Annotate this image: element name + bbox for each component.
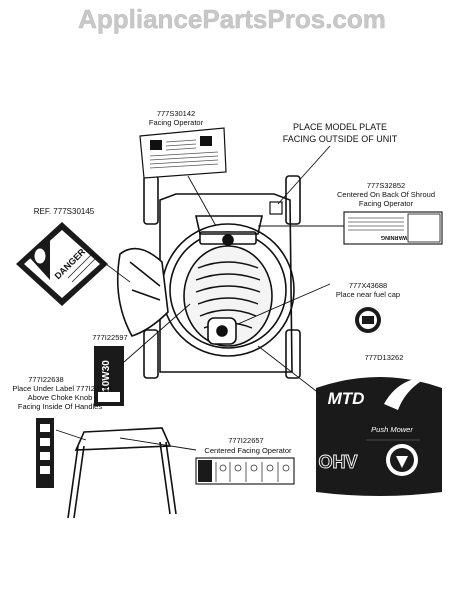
callout-part-777s30142: 777S30142 (157, 109, 195, 118)
model-plate (269, 201, 283, 215)
callout-model-plate-line2: FACING OUTSIDE OF UNIT (283, 134, 398, 144)
callout-model-plate-line1: PLACE MODEL PLATE (293, 122, 387, 132)
engine-shroud (183, 245, 273, 347)
mower-deck (116, 175, 301, 379)
wheel-front-left (143, 175, 159, 225)
mower-handle (67, 427, 177, 519)
engine-fins (195, 261, 261, 329)
leader-777d13262 (257, 345, 321, 395)
callout-part-777i22597: 777I22597 (92, 333, 127, 342)
callout-text-777i22657: Centered Facing Operator (204, 446, 292, 455)
watermark: AppliancePartsPros.com (78, 4, 386, 34)
decal-777x43688 (355, 307, 381, 333)
callout-part-777d13262: 777D13262 (365, 353, 404, 362)
callout-part-777s32852: 777S32852 (367, 181, 405, 190)
decal-777s32852: WARNING (343, 211, 443, 245)
callout-part-777i22657: 777I22657 (228, 436, 263, 445)
mtd-model: Push Mower (371, 425, 413, 434)
callout-ref-777s30145: REF. 777S30145 (34, 207, 95, 216)
leader-777s30142 (187, 175, 217, 227)
leader-777i22638 (55, 429, 87, 441)
wheel-rear-right (285, 329, 301, 379)
mtd-swoosh-icon (384, 376, 430, 410)
callout-line3-777i22638: Facing Inside Of Handles (18, 402, 102, 411)
decal-777d13262: MTD Push Mower OHV (316, 376, 442, 496)
decal-danger: DANGER (16, 222, 108, 306)
callout-text-777s30142: Facing Operator (149, 118, 204, 127)
decal-777i22638 (36, 418, 54, 488)
oil-decal-text: 10W30 (101, 360, 112, 392)
callout-line2-777s32852: Facing Operator (359, 199, 414, 208)
decal-777i22597: 10W30 (94, 346, 124, 406)
leader-777i22657 (119, 437, 197, 451)
chute-door (129, 261, 161, 301)
mtd-brand: MTD (328, 389, 365, 408)
oil-fill-cap (222, 234, 234, 246)
wheel-rear-left (143, 329, 159, 379)
discharge-chute (116, 247, 169, 337)
callout-line1-777s32852: Centered On Back Of Shroud (337, 190, 435, 199)
leader-model-plate (277, 145, 331, 205)
leader-777i22597 (123, 303, 191, 363)
callout-line1-777i22638: Place Under Label 777I20793 (12, 384, 111, 393)
mtd-engine: OHV (318, 452, 357, 472)
shroud-panel (195, 215, 263, 235)
leader-777s30145 (89, 251, 131, 283)
warning-decal-text: WARNING (381, 234, 408, 240)
decal-777s30142 (139, 127, 227, 179)
callout-part-777i22638: 777I22638 (28, 375, 63, 384)
fuel-cap (216, 325, 228, 337)
callout-text-777x43688: Place near fuel cap (336, 290, 400, 299)
callout-line2-777i22638: Above Choke Knob (28, 393, 93, 402)
deck-outline (159, 193, 293, 373)
hand-hazard-icon (33, 247, 47, 265)
leader-777x43688 (237, 283, 331, 325)
decal-777i22657 (195, 457, 295, 485)
callout-part-777x43688: 777X43688 (349, 281, 387, 290)
